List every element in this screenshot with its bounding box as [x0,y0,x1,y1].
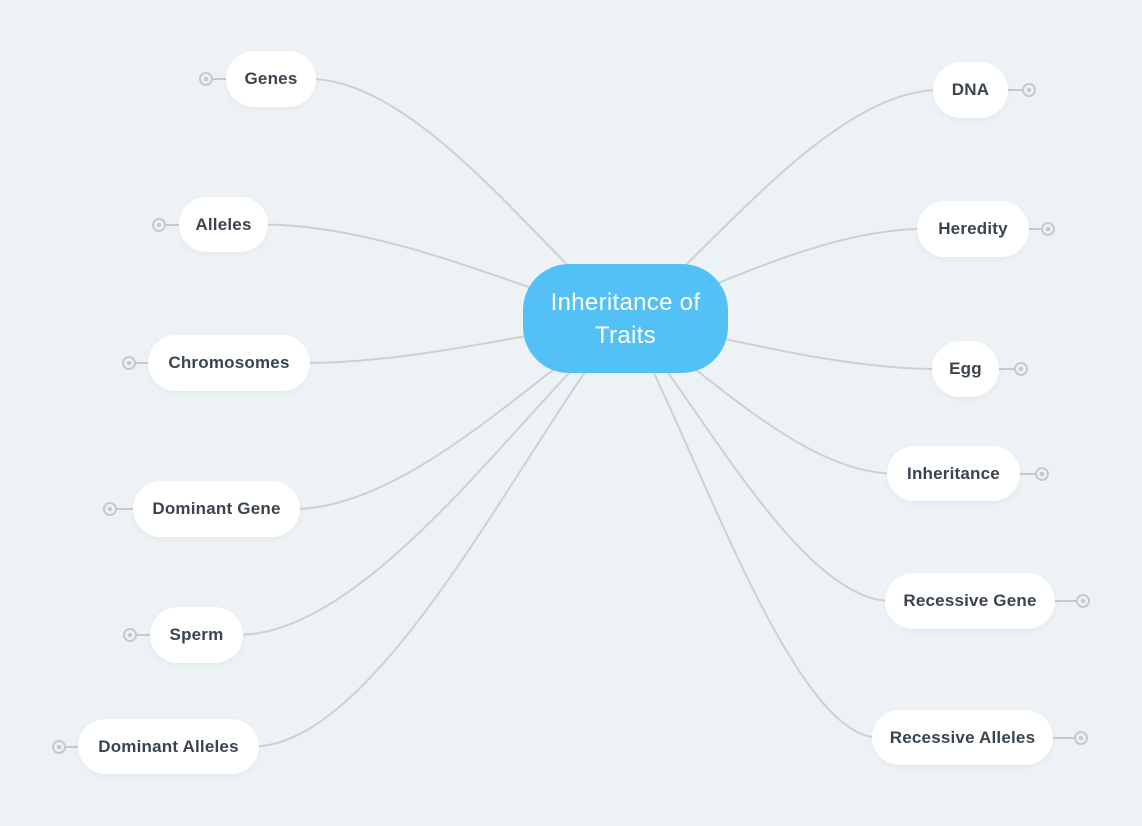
node-label: Heredity [938,219,1008,238]
mindmap-node-dna[interactable]: DNA [933,62,1008,118]
mindmap-node-egg[interactable]: Egg [932,341,999,397]
branch-curve-dominant-alleles [252,317,627,748]
mindmap-node-sperm[interactable]: Sperm [150,607,243,663]
mindmap-node-alleles[interactable]: Alleles [179,197,268,252]
target-dot-icon[interactable] [123,628,137,642]
mindmap-node-recessive-gene[interactable]: Recessive Gene [885,573,1055,629]
target-dot-icon[interactable] [1035,467,1049,481]
target-dot-icon[interactable] [152,218,166,232]
target-dot-icon[interactable] [1014,362,1028,376]
node-label: Genes [244,69,298,88]
target-dot-icon[interactable] [1074,731,1088,745]
mindmap-node-heredity[interactable]: Heredity [917,201,1029,257]
mindmap-node-recessive-alleles[interactable]: Recessive Alleles [872,710,1053,765]
mindmap-node-dominant-gene[interactable]: Dominant Gene [133,481,300,537]
node-label: Recessive Gene [903,591,1037,610]
node-label: Dominant Gene [152,499,281,518]
mindmap-center-node[interactable]: Inheritance of Traits [523,264,728,373]
target-dot-icon[interactable] [1022,83,1036,97]
node-label: Egg [949,359,982,378]
mindmap-node-chromosomes[interactable]: Chromosomes [148,335,310,391]
node-label: DNA [951,80,990,99]
center-node-label: Inheritance of Traits [550,288,701,349]
node-label: Chromosomes [168,353,290,372]
branch-curve-recessive-alleles [624,317,879,739]
mindmap-node-dominant-alleles[interactable]: Dominant Alleles [78,719,259,774]
target-dot-icon[interactable] [52,740,66,754]
node-label: Dominant Alleles [98,736,239,756]
node-label: Inheritance [907,463,1000,483]
target-dot-icon[interactable] [199,72,213,86]
target-dot-icon[interactable] [103,502,117,516]
target-dot-icon[interactable] [1041,222,1055,236]
target-dot-icon[interactable] [1076,594,1090,608]
mindmap-node-genes[interactable]: Genes [226,51,316,107]
node-label: Recessive Alleles [889,727,1036,747]
node-label: Sperm [169,625,224,644]
target-dot-icon[interactable] [122,356,136,370]
mindmap-node-inheritance[interactable]: Inheritance [887,446,1020,501]
node-label: Alleles [195,214,252,234]
